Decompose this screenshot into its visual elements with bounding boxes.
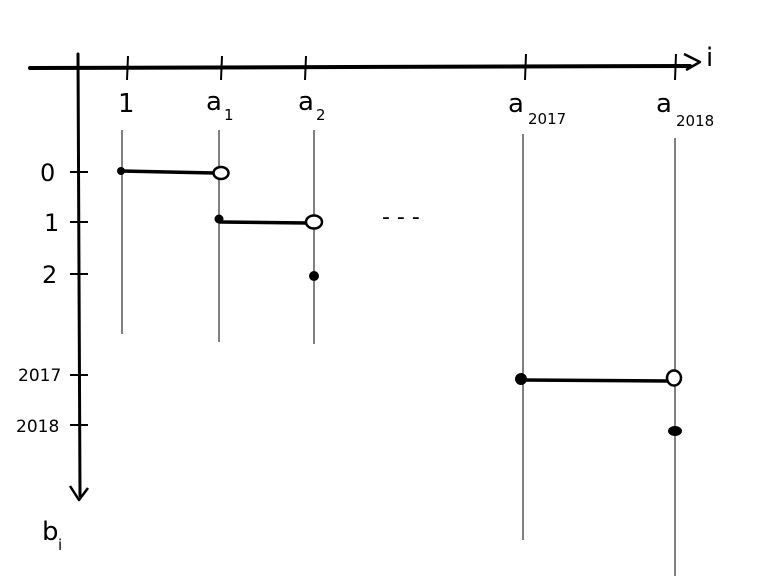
filled-point-1: [214, 214, 224, 224]
y-tick-label-0: 0: [40, 159, 55, 187]
x-tick-a1: [220, 55, 223, 81]
x-tick-label-a2017-sub: 2017: [528, 110, 566, 128]
y-tick-label-2017: 2017: [18, 366, 61, 386]
x-tick-label-a1-sub: 1: [224, 106, 234, 124]
y-axis-name: b: [42, 517, 59, 547]
x-axis-arrowhead: [683, 52, 702, 72]
x-tick-label-a2018: a: [656, 89, 672, 119]
x-axis-line: [28, 64, 692, 70]
x-tick-label-a1: a: [206, 87, 222, 117]
y-axis-name-subscript: i: [58, 536, 62, 554]
filled-point-2017: [515, 373, 527, 385]
step-segment-2017: [520, 378, 669, 383]
x-tick-label-1: 1: [118, 89, 135, 119]
open-point-0: [212, 165, 230, 181]
step-segment-0: [120, 169, 216, 175]
y-tick-label-2: 2: [42, 261, 57, 289]
y-axis-arrowhead: [68, 485, 89, 502]
filled-point-2: [309, 271, 319, 281]
step-segment-1: [218, 220, 309, 225]
x-tick-a2: [304, 55, 307, 81]
filled-point-0: [117, 167, 125, 175]
filled-point-2018: [668, 426, 682, 436]
x-tick-a2018: [674, 53, 677, 81]
x-tick-label-a2017: a: [508, 89, 524, 119]
x-axis-name: i: [706, 43, 713, 73]
x-tick-label-a2: a: [298, 87, 314, 117]
x-tick-1: [126, 55, 129, 81]
y-tick-label-1: 1: [44, 209, 59, 237]
x-tick-label-a2-sub: 2: [316, 106, 326, 124]
ellipsis: - - -: [382, 205, 420, 230]
open-point-1: [304, 214, 324, 230]
x-tick-a2017: [524, 53, 527, 81]
x-tick-label-a2018-sub: 2018: [676, 112, 714, 130]
open-point-2017: [665, 369, 683, 387]
y-tick-label-2018: 2018: [16, 417, 59, 437]
